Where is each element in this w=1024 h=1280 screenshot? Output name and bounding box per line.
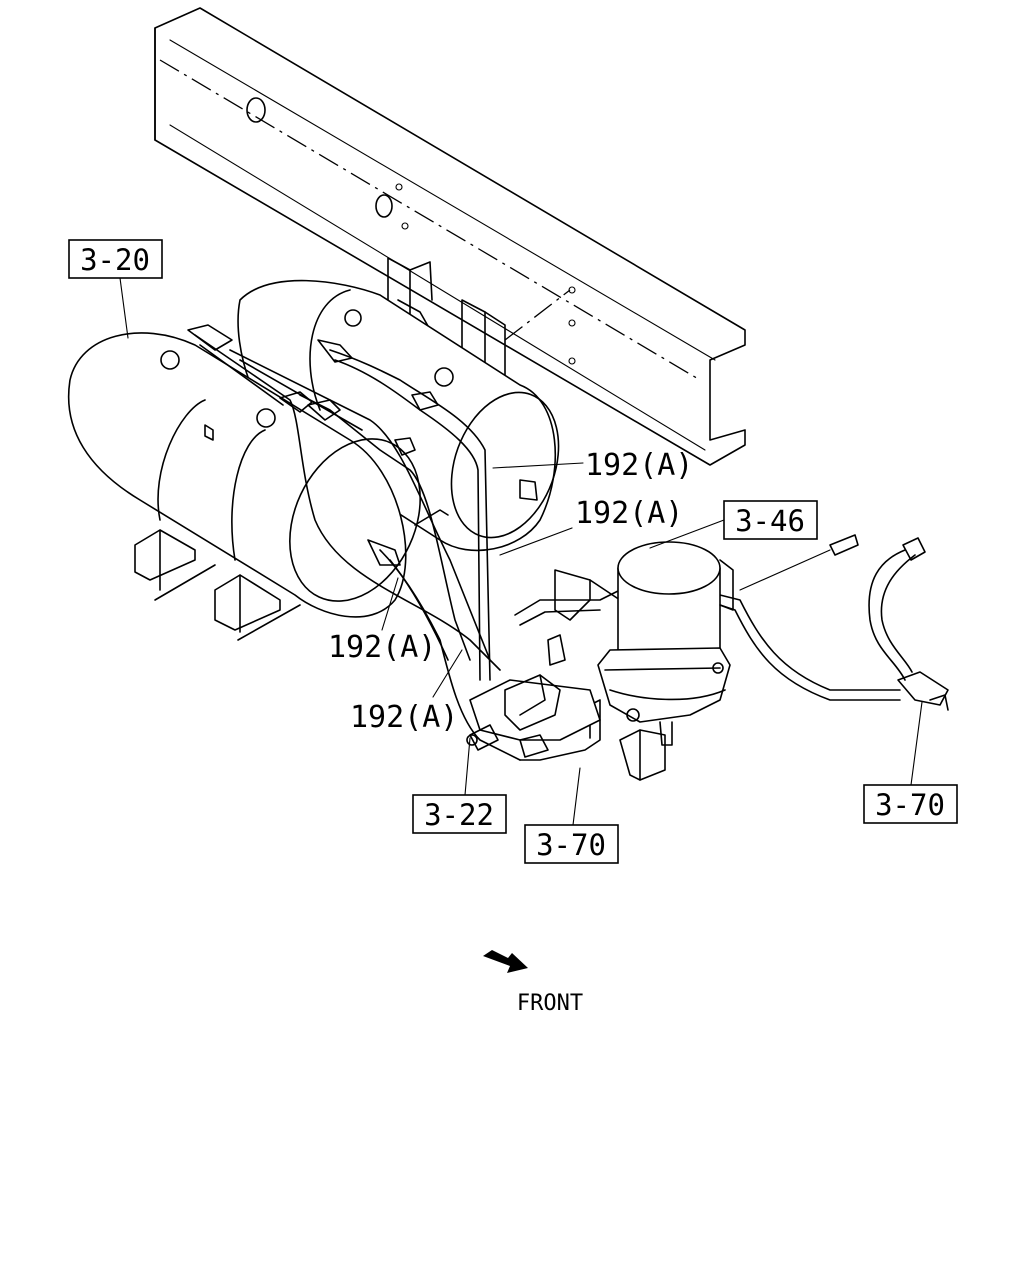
callout-3-46-text: 3-46 bbox=[735, 504, 805, 538]
arrow-icon bbox=[483, 950, 528, 973]
frame-rail bbox=[154, 7, 746, 466]
pipe-label-4: 192(A) bbox=[350, 700, 458, 735]
leader-lines bbox=[119, 277, 923, 826]
callout-3-70-center: 3-70 bbox=[524, 824, 619, 864]
callout-3-22: 3-22 bbox=[412, 794, 507, 834]
callout-3-22-text: 3-22 bbox=[424, 798, 494, 832]
callout-3-20-text: 3-20 bbox=[80, 243, 150, 277]
callout-3-20: 3-20 bbox=[68, 239, 163, 279]
pipe-fittings bbox=[187, 324, 439, 566]
pipe-label-3: 192(A) bbox=[328, 630, 436, 665]
callout-3-70-right: 3-70 bbox=[863, 784, 958, 824]
front-label: FRONT bbox=[517, 991, 583, 1016]
valve-assembly bbox=[466, 569, 666, 781]
tank-mounts bbox=[134, 509, 449, 641]
callout-3-70-right-text: 3-70 bbox=[875, 788, 945, 822]
air-dryer bbox=[597, 541, 734, 746]
hose-assembly bbox=[868, 537, 949, 711]
callout-3-46: 3-46 bbox=[723, 500, 818, 540]
front-indicator: FRONT bbox=[483, 950, 583, 1016]
callout-3-70-center-text: 3-70 bbox=[536, 828, 606, 862]
pipe-label-2: 192(A) bbox=[575, 496, 683, 531]
pipe-label-1: 192(A) bbox=[585, 448, 693, 483]
